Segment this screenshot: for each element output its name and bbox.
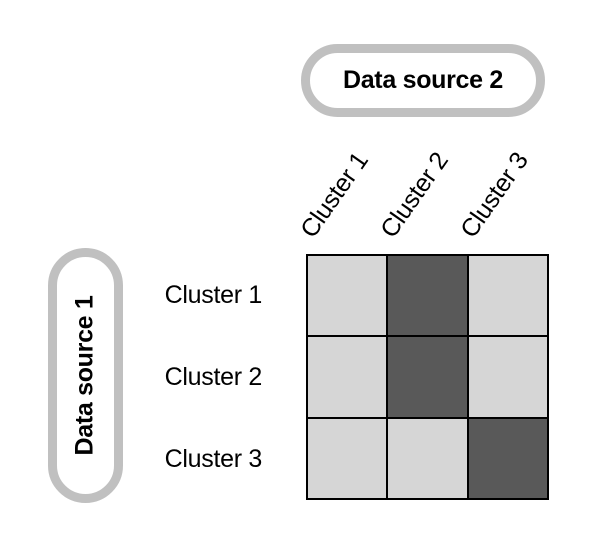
- matrix-cell-r3c3: [467, 417, 548, 499]
- row-header-1: Cluster 1: [164, 281, 263, 309]
- row-header-2: Cluster 2: [164, 363, 263, 391]
- data-source-1-capsule: Data source 1: [48, 248, 123, 503]
- column-header-2: Cluster 2: [375, 147, 454, 243]
- data-source-2-capsule: Data source 2: [301, 44, 545, 117]
- matrix-cell-r2c2: [387, 336, 468, 418]
- matrix-cell-r1c1: [307, 255, 388, 337]
- matrix-cell-r2c3: [467, 336, 548, 418]
- matrix-cell-r1c2: [387, 255, 468, 337]
- data-source-1-label: Data source 1: [71, 295, 100, 456]
- matrix-cell-r3c2: [387, 417, 468, 499]
- column-header-1: Cluster 1: [295, 147, 374, 243]
- cluster-matrix: [306, 254, 549, 500]
- matrix-cell-r1c3: [467, 255, 548, 337]
- column-header-3: Cluster 3: [455, 147, 534, 243]
- data-source-2-label: Data source 2: [342, 66, 504, 94]
- matrix-cell-r2c1: [307, 336, 388, 418]
- row-header-3: Cluster 3: [164, 445, 263, 473]
- matrix-cell-r3c1: [307, 417, 388, 499]
